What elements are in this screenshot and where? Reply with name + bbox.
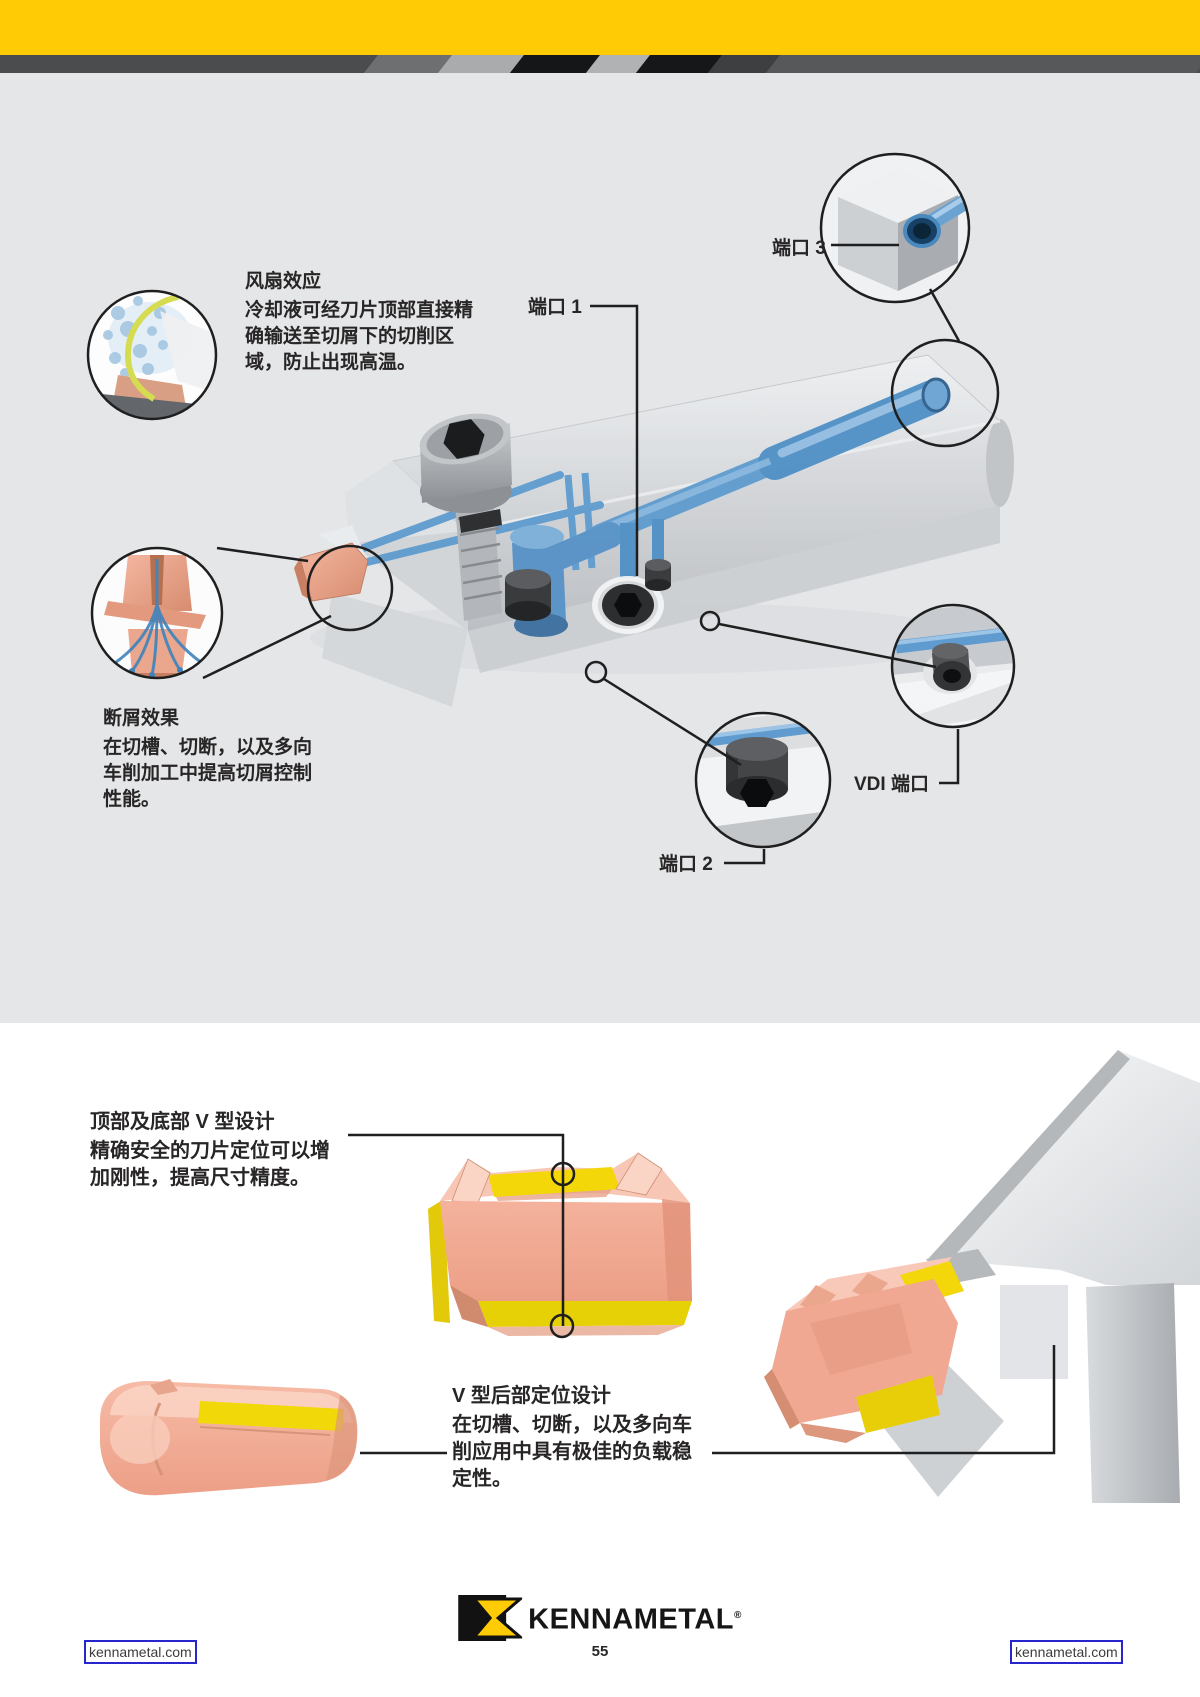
port-plugs [505,559,671,634]
port1-label: 端口 1 [528,297,582,318]
chip-effect-title: 断屑效果 [103,708,180,729]
stripe-segment [765,55,1200,73]
vdi-port-inset [890,603,1016,729]
v-rear-line: 削应用中具有极佳的负载稳 [452,1441,692,1463]
v-rear-line: 定性。 [452,1468,512,1490]
v-design-line: 精确安全的刀片定位可以增 [90,1140,330,1162]
clamp-screw [419,413,512,621]
insert-side-render [100,1379,358,1496]
insert-design-section: 顶部及底部 V 型设计 精确安全的刀片定位可以增 加刚性，提高尺寸精度。 V 型… [0,1023,1200,1697]
page-number: 55 [591,1643,609,1660]
chip-effect-line: 车削加工中提高切屑控制 [103,763,313,784]
chip-breaking-inset [90,546,224,680]
coolant-ports-section: 风扇效应 冷却液可经刀片顶部直接精 确输送至切屑下的切削区 域，防止出现高温。 … [0,73,1200,1023]
lower-callout-lines [348,1133,1056,1455]
fan-effect-title: 风扇效应 [245,271,322,292]
insert-pocket-render [764,1050,1200,1503]
v-rear-line: 在切槽、切断，以及多向车 [452,1414,692,1436]
port3-inset [819,152,971,304]
v-design-title: 顶部及底部 V 型设计 [90,1111,275,1133]
registered-mark: ® [733,1610,742,1621]
callout-lines [202,243,1000,865]
insert-top-render [428,1152,692,1336]
v-design-block: 顶部及底部 V 型设计 精确安全的刀片定位可以增 加刚性，提高尺寸精度。 [90,1109,330,1192]
header-diagonal-stripe [0,55,1200,73]
fan-effect-line: 确输送至切屑下的切削区 [245,326,455,347]
kennametal-link-right[interactable]: kennametal.com [1010,1640,1123,1664]
fan-effect-line: 域，防止出现高温。 [245,352,417,373]
port2-label: 端口 2 [659,854,713,875]
chip-effect-line: 性能。 [103,789,161,810]
v-rear-title: V 型后部定位设计 [452,1385,611,1407]
header-yellow-band [0,0,1200,55]
port2-inset [694,711,832,849]
chip-effect-block: 断屑效果 在切槽、切断，以及多向 车削加工中提高切屑控制 性能。 [103,706,312,813]
port3-label: 端口 3 [772,238,826,259]
kennametal-logo: KENNAMETAL® [458,1593,742,1643]
fan-effect-line: 冷却液可经刀片顶部直接精 [245,300,474,321]
kennametal-wordmark: KENNAMETAL® [528,1603,742,1636]
chip-effect-line: 在切槽、切断，以及多向 [103,737,313,758]
insert-design-render [100,1050,1200,1503]
fan-effect-block: 风扇效应 冷却液可经刀片顶部直接精 确输送至切屑下的切削区 域，防止出现高温。 [245,269,473,376]
v-design-line: 加刚性，提高尺寸精度。 [90,1167,310,1189]
fan-effect-inset [86,289,218,421]
kennametal-k-icon [458,1594,523,1641]
v-rear-block: V 型后部定位设计 在切槽、切断，以及多向车 削应用中具有极佳的负载稳 定性。 [452,1383,692,1493]
vdi-port-label: VDI 端口 [854,774,929,795]
kennametal-link-left[interactable]: kennametal.com [84,1640,197,1664]
toolholder-coolant-render [86,152,1016,865]
tip-insert [294,525,369,602]
